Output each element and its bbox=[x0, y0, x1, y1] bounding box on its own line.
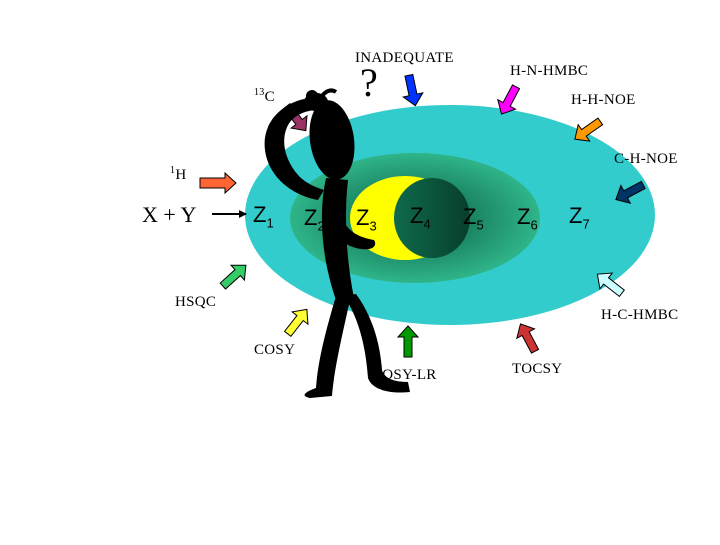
zone-label-z1: Z1 bbox=[253, 202, 274, 231]
label-1h-base: H bbox=[175, 167, 187, 183]
thinking-figure-icon bbox=[264, 88, 410, 398]
label-13c-sup: 13 bbox=[254, 87, 265, 98]
arrow-tocsy-icon bbox=[516, 323, 540, 354]
question-mark-icon: ? bbox=[360, 60, 378, 105]
label-cosy: COSY bbox=[254, 342, 296, 358]
arrow-cosylr-icon bbox=[396, 325, 420, 358]
label-1h-sup: 1 bbox=[170, 165, 176, 176]
zone-label-z3: Z3 bbox=[356, 205, 377, 234]
core-circle bbox=[394, 178, 470, 258]
arrow-chnoe-icon bbox=[615, 180, 646, 204]
label-cosy-lr: COSY-LR bbox=[372, 367, 437, 383]
zone-label-z5: Z5 bbox=[463, 204, 484, 233]
label-1h: 1H bbox=[170, 165, 186, 184]
zone-label-z7: Z7 bbox=[569, 203, 590, 232]
label-h-n-hmbc: H-N-HMBC bbox=[510, 63, 589, 79]
label-x-plus-y: X + Y bbox=[142, 202, 197, 227]
zone-label-z2: Z2 bbox=[304, 205, 325, 234]
arrow-hnhmbc-icon bbox=[497, 84, 521, 115]
label-hsqc: HSQC bbox=[175, 294, 217, 310]
label-tocsy: TOCSY bbox=[512, 361, 563, 377]
label-13c: 13C bbox=[254, 87, 275, 106]
label-c-h-noe: C-H-NOE bbox=[614, 151, 678, 167]
label-inadequate: INADEQUATE bbox=[355, 50, 454, 66]
arrow-hhnoe-icon bbox=[574, 117, 604, 142]
arrow-hsqc-icon bbox=[219, 264, 247, 290]
arrow-inadequate-icon bbox=[402, 73, 424, 107]
zone-label-z6: Z6 bbox=[517, 204, 538, 233]
label-h-c-hmbc: H-C-HMBC bbox=[601, 307, 679, 323]
label-13c-base: C bbox=[264, 89, 275, 105]
arrow-1h-icon bbox=[199, 171, 237, 195]
arrow-hchmbc-icon bbox=[596, 272, 625, 298]
arrow-cosy-icon bbox=[283, 308, 309, 337]
zone-label-z4: Z4 bbox=[410, 203, 431, 232]
label-h-h-noe: H-H-NOE bbox=[571, 92, 636, 108]
